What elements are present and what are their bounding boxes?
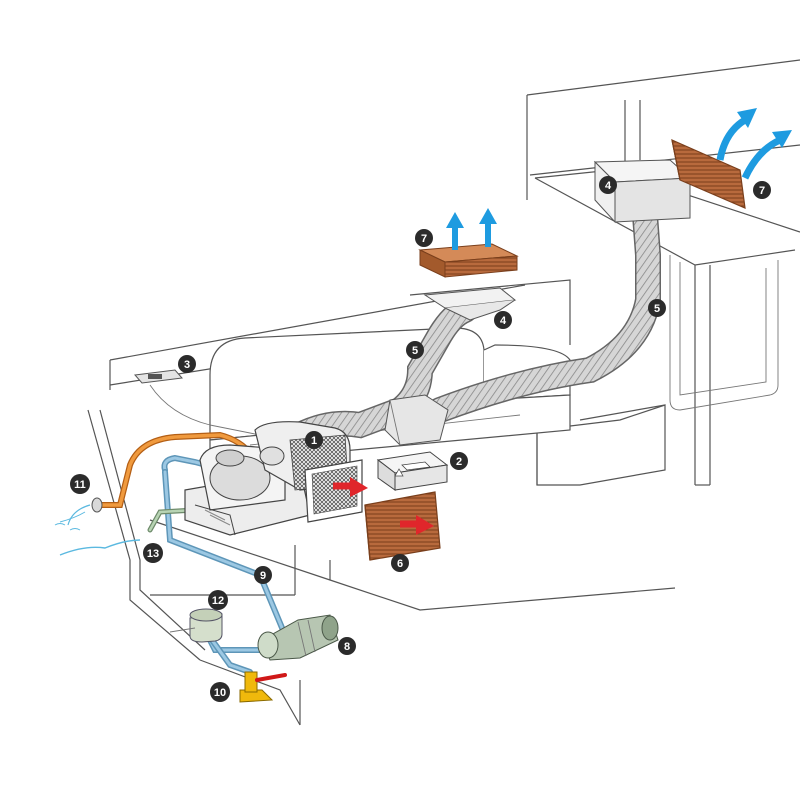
supply-grille-right xyxy=(671,138,746,209)
callout-label: 9 xyxy=(260,570,266,582)
callout-7-center: 7 xyxy=(415,229,433,247)
callout-9: 9 xyxy=(254,566,272,584)
flexible-duct-left xyxy=(287,297,478,448)
callout-5-right: 5 xyxy=(648,299,666,317)
condensate-drain-hose xyxy=(147,507,198,533)
callout-leaders xyxy=(169,627,196,633)
callout-label: 7 xyxy=(421,233,427,245)
seacock-valve xyxy=(239,671,287,703)
electrical-box xyxy=(376,451,449,491)
supply-grille-top-center xyxy=(418,243,519,278)
callout-label: 2 xyxy=(456,456,462,468)
flexible-duct-right xyxy=(427,202,661,423)
callout-label: 5 xyxy=(654,303,660,315)
callout-1: 1 xyxy=(305,431,323,449)
airflow-arrow-curved-icon xyxy=(716,108,792,180)
callout-7-right: 7 xyxy=(753,181,771,199)
through-hull-fitting xyxy=(54,497,141,556)
callout-4-center: 4 xyxy=(494,311,512,329)
callout-5-center: 5 xyxy=(406,341,424,359)
callout-label: 6 xyxy=(397,558,403,570)
callout-label: 7 xyxy=(759,185,765,197)
callout-10: 10 xyxy=(210,682,230,702)
callout-label: 3 xyxy=(184,359,190,371)
sea-water-strainer xyxy=(189,608,223,643)
callout-label: 4 xyxy=(605,180,612,192)
callout-label: 10 xyxy=(214,687,226,699)
callout-label: 11 xyxy=(74,479,86,491)
callout-11: 11 xyxy=(70,474,90,494)
duct-splitter xyxy=(384,394,449,446)
callout-label: 12 xyxy=(212,595,224,607)
return-air-intake xyxy=(304,459,363,523)
callout-label: 5 xyxy=(412,345,418,357)
callout-8: 8 xyxy=(338,637,356,655)
control-panel xyxy=(134,369,261,436)
callout-3: 3 xyxy=(178,355,196,373)
callout-2: 2 xyxy=(450,452,468,470)
callout-4-right: 4 xyxy=(599,176,617,194)
callout-label: 4 xyxy=(500,315,507,327)
plenum-top-center xyxy=(423,287,517,321)
callout-13: 13 xyxy=(143,543,163,563)
callout-6: 6 xyxy=(391,554,409,572)
callout-label: 1 xyxy=(311,435,317,447)
airflow-arrow-up-icon xyxy=(446,208,497,250)
ac-unit xyxy=(184,421,351,536)
callout-label: 8 xyxy=(344,641,350,653)
airflow-arrow-in-icon xyxy=(333,477,434,535)
callout-label: 13 xyxy=(147,548,159,560)
callout-12: 12 xyxy=(208,590,228,610)
water-pump xyxy=(257,614,339,661)
